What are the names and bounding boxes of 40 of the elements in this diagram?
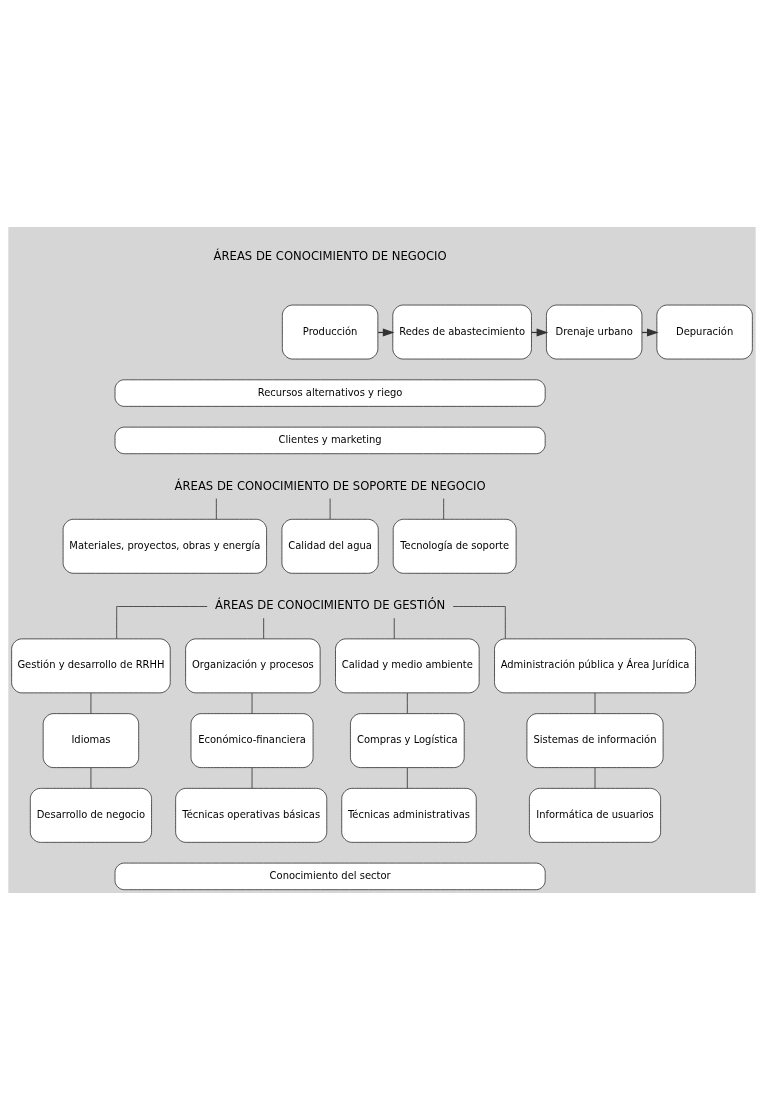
connector <box>406 767 408 789</box>
node-box: Recursos alternativos y riego <box>114 379 546 407</box>
node-box: Idiomas <box>42 713 140 769</box>
node-text: ÁREAS DE CONOCIMIENTO DE GESTIÓN <box>214 598 446 613</box>
connector <box>263 617 265 640</box>
connector <box>452 606 506 640</box>
node-box: Administración pública y Área Jurídica <box>494 638 696 694</box>
connector <box>251 767 253 789</box>
node-box: Producción <box>281 304 379 360</box>
node-box: Drenaje urbano <box>546 304 643 360</box>
node-box: Calidad y medio ambiente <box>335 638 480 694</box>
node-box: Tecnología de soporte <box>392 518 517 574</box>
connector <box>594 767 596 789</box>
node-box: Conocimiento del sector <box>114 862 546 891</box>
label: ÁREAS DE CONOCIMIENTO DE NEGOCIO <box>213 249 447 264</box>
connector <box>329 498 331 520</box>
connector <box>594 692 596 714</box>
node-box: Desarrollo de negocio <box>29 787 152 843</box>
node-box: Técnicas administrativas <box>341 787 477 843</box>
node-box: Redes de abastecimiento <box>392 304 532 360</box>
node-box: Organización y procesos <box>185 638 321 694</box>
node-box: Gestión y desarrollo de RRHH <box>11 638 171 694</box>
node-box: Técnicas operativas básicas <box>175 787 328 843</box>
node-box: Informática de usuarios <box>529 787 662 843</box>
node-text: ÁREAS DE CONOCIMIENTO DE SOPORTE DE NEGOCIO <box>174 478 486 493</box>
node-box: Compras y Logística <box>350 713 465 769</box>
connector <box>116 606 208 640</box>
connector <box>393 617 395 640</box>
node-box: Depuración <box>656 304 753 360</box>
node-box: Económico-financiera <box>190 713 314 769</box>
connector <box>90 767 92 789</box>
connector <box>215 498 217 520</box>
node-box: Calidad del agua <box>281 518 379 574</box>
node-box: Clientes y marketing <box>114 426 546 455</box>
connector <box>90 692 92 714</box>
node-box: Sistemas de información <box>526 713 664 769</box>
connector <box>406 692 408 714</box>
connector <box>443 498 445 520</box>
connector <box>251 692 253 714</box>
node-box: Materiales, proyectos, obras y energía <box>62 518 267 574</box>
